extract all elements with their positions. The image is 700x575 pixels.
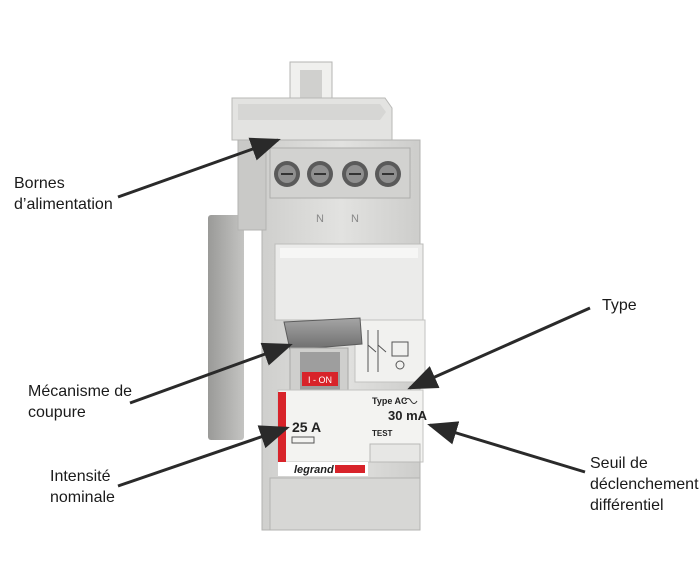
rating-label: 25 A [292,419,321,435]
on-indicator [302,372,338,386]
callout-line: Seuil de [590,455,648,472]
terminal-block: N N [269,147,411,225]
din-rail-clip [208,215,244,440]
front-rating-panel: 25 A Type AC 30 mA TEST [277,389,428,463]
terminal-label-n-left: N [316,213,324,225]
callout-line: Type [602,297,637,314]
terminal-screw [307,161,333,187]
callout-bornes-alimentation: Bornes d’alimentation [14,173,113,215]
schematic-plate [354,319,426,383]
type-ac-label: Type AC [372,396,408,406]
callout-type: Type [602,295,637,316]
terminal-screw [375,161,401,187]
arrow-intensite [117,425,290,488]
sensitivity-label: 30 mA [388,408,428,423]
terminal-screw [274,161,300,187]
callout-line: d’alimentation [14,196,113,213]
arrow-type [407,306,591,390]
terminal-screw [342,161,368,187]
callout-line: différentiel [590,497,664,514]
arrow-mecanisme [129,342,293,405]
callout-line: Intensité [50,468,111,485]
brand-strip: legrand [278,462,368,476]
arrow-bornes [117,137,281,199]
switch-on-label: I - ON [308,375,332,385]
lower-housing [269,477,421,531]
callout-line: Bornes [14,175,65,192]
callout-seuil-declenchement: Seuil de déclenchement différentiel [590,453,699,516]
test-label: TEST [372,429,393,438]
brand-logo: legrand [294,464,334,476]
callout-line: Mécanisme de [28,383,133,400]
callout-line: déclenchement [590,476,699,493]
callout-line: nominale [50,489,115,506]
terminal-label-n-right: N [351,213,359,225]
arrow-seuil [427,421,586,474]
callout-mecanisme-coupure: Mécanisme de coupure [28,381,132,423]
callout-intensite-nominale: Intensité nominale [50,466,115,508]
callout-line: coupure [28,404,86,421]
